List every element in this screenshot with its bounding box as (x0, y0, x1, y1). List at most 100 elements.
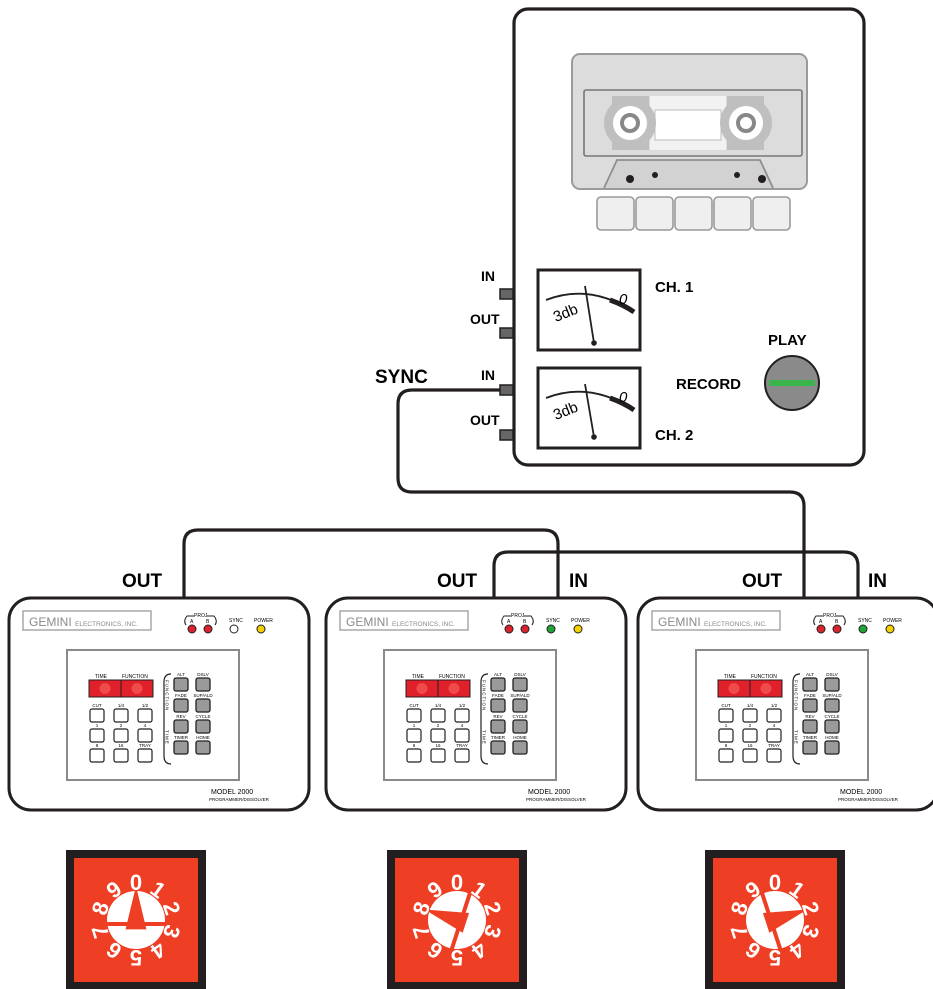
function-button[interactable] (824, 698, 840, 713)
function-button[interactable] (824, 677, 840, 692)
function-button[interactable] (490, 740, 506, 755)
keypad-key-label: 2 (749, 723, 752, 728)
proj-b-label: B (523, 619, 527, 625)
function-button[interactable] (195, 698, 211, 713)
transport-key-2[interactable] (635, 196, 674, 231)
keypad-key[interactable] (718, 708, 734, 723)
keypad-key[interactable] (89, 728, 105, 743)
brand-suffix: ELECTRONICS, INC. (392, 621, 455, 628)
keypad-key[interactable] (766, 748, 782, 763)
keypad-key-label: TRAY (456, 743, 468, 748)
function-button[interactable] (173, 740, 189, 755)
proj-a-led (187, 624, 197, 634)
jack-ch1-in[interactable] (499, 288, 514, 300)
dial-digit: 5 (130, 945, 142, 970)
keypad-key[interactable] (430, 728, 446, 743)
brand-name: GEMINI (29, 615, 72, 629)
keypad-key[interactable] (766, 728, 782, 743)
keypad-key[interactable] (113, 748, 129, 763)
function-button[interactable] (802, 698, 818, 713)
function-buttons[interactable] (173, 677, 211, 755)
controller-unit-2: GEMINI ELECTRONICS, INC. PROJ A B SYNC P… (324, 596, 628, 812)
transport-key-3[interactable] (674, 196, 713, 231)
keypad-key[interactable] (113, 728, 129, 743)
function-vertical-label: FUNCTION (165, 680, 170, 711)
keypad-key-label: 4 (144, 723, 147, 728)
transport-keys[interactable] (596, 196, 791, 231)
function-button[interactable] (195, 740, 211, 755)
keypad-key-label: 2 (437, 723, 440, 728)
keypad-key[interactable] (406, 728, 422, 743)
function-button[interactable] (195, 719, 211, 734)
vu-meter-ch1: 3db 0 (536, 268, 642, 352)
keypad-key[interactable] (718, 748, 734, 763)
play-label: PLAY (768, 332, 807, 349)
keypad-key-label: CUT (409, 703, 418, 708)
keypad-key[interactable] (454, 708, 470, 723)
keypad-key[interactable] (430, 708, 446, 723)
controller-unit-1: GEMINI ELECTRONICS, INC. PROJ A B SYNC P… (7, 596, 311, 812)
proj-a-label: A (819, 619, 823, 625)
function-button[interactable] (490, 719, 506, 734)
function-button-label: CYCLE (512, 714, 527, 719)
keypad-key[interactable] (113, 708, 129, 723)
power-led (573, 624, 583, 634)
brand-suffix: ELECTRONICS, INC. (75, 621, 138, 628)
function-button[interactable] (802, 719, 818, 734)
keypad-key[interactable] (742, 728, 758, 743)
function-button[interactable] (173, 677, 189, 692)
keypad-key[interactable] (137, 708, 153, 723)
function-buttons[interactable] (802, 677, 840, 755)
time-keypad[interactable] (89, 708, 153, 763)
function-button[interactable] (824, 719, 840, 734)
jack-ch2-in[interactable] (499, 384, 514, 396)
keypad-key[interactable] (718, 728, 734, 743)
sync-led (229, 624, 239, 634)
time-keypad[interactable] (718, 708, 782, 763)
keypad-key[interactable] (742, 748, 758, 763)
keypad-key[interactable] (137, 728, 153, 743)
function-button-label: HOME (196, 735, 210, 740)
keypad-key[interactable] (406, 748, 422, 763)
function-button[interactable] (824, 740, 840, 755)
keypad-key[interactable] (406, 708, 422, 723)
keypad-key[interactable] (430, 748, 446, 763)
function-button[interactable] (512, 740, 528, 755)
function-button[interactable] (802, 677, 818, 692)
function-button[interactable] (173, 698, 189, 713)
transport-key-5[interactable] (752, 196, 791, 231)
jack-ch2-out[interactable] (499, 429, 514, 441)
keypad-key-label: 1/4 (435, 703, 442, 708)
time-keypad[interactable] (406, 708, 470, 763)
keypad-key[interactable] (137, 748, 153, 763)
function-button[interactable] (173, 719, 189, 734)
keypad-key[interactable] (742, 708, 758, 723)
vu-meter-ch2: 3db 0 (536, 366, 642, 450)
keypad-key[interactable] (454, 728, 470, 743)
keypad-key[interactable] (766, 708, 782, 723)
keypad-key[interactable] (89, 748, 105, 763)
sync-led (546, 624, 556, 634)
function-button[interactable] (512, 698, 528, 713)
function-button[interactable] (512, 719, 528, 734)
power-led (256, 624, 266, 634)
proj-a-led (816, 624, 826, 634)
keypad-key[interactable] (89, 708, 105, 723)
function-button[interactable] (802, 740, 818, 755)
function-buttons[interactable] (490, 677, 528, 755)
cable-unit2-to-unit3 (492, 550, 860, 602)
transport-key-1[interactable] (596, 196, 635, 231)
function-button[interactable] (512, 677, 528, 692)
function-button[interactable] (490, 698, 506, 713)
function-button-label: REV (493, 714, 502, 719)
proj-label: PROJ (823, 613, 837, 619)
transport-key-4[interactable] (713, 196, 752, 231)
function-button[interactable] (195, 677, 211, 692)
play-record-knob[interactable] (764, 355, 820, 411)
keypad-key[interactable] (454, 748, 470, 763)
jack-ch1-out[interactable] (499, 327, 514, 339)
function-button[interactable] (490, 677, 506, 692)
